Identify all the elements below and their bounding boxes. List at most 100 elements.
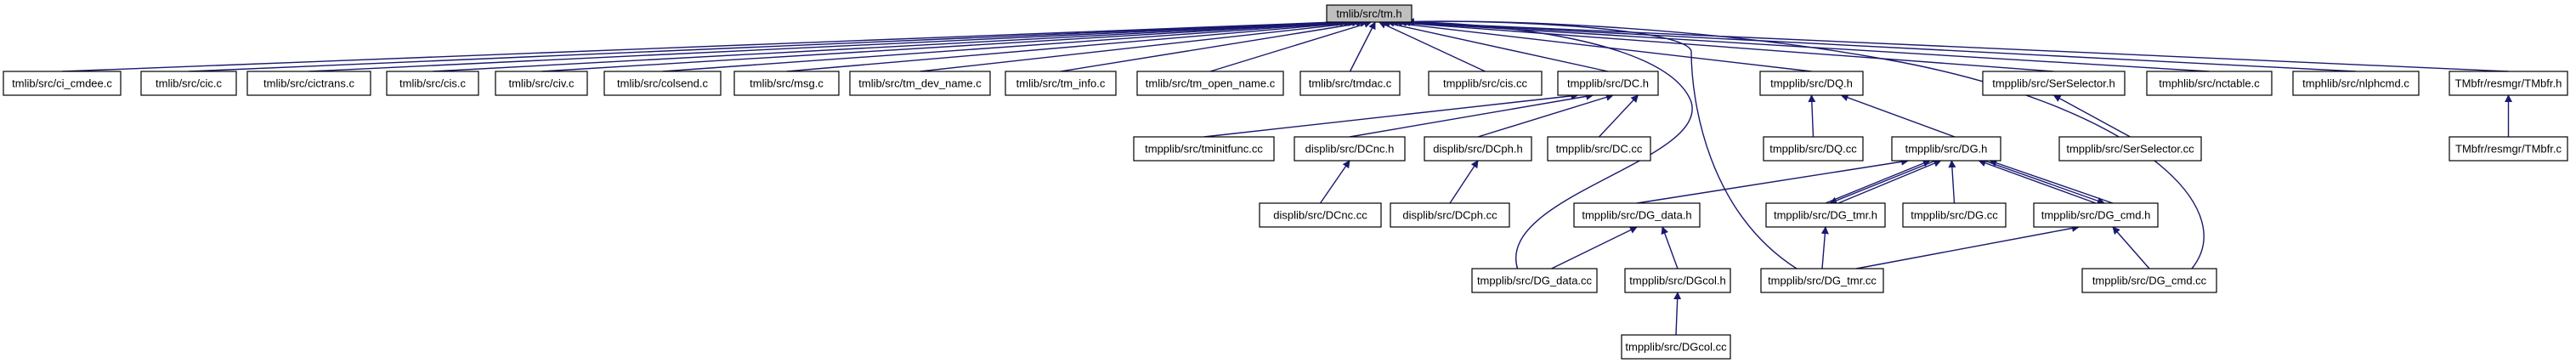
- node-box-DG_data_h: [1573, 202, 1701, 228]
- node-label-cis_c: tmlib/src/cis.c: [399, 77, 467, 90]
- node-box-DCnc_h: [1294, 136, 1406, 162]
- node-box-DC_cc: [1547, 136, 1651, 162]
- node-label-DCph_cc: displib/src/DCph.cc: [1402, 209, 1497, 222]
- node-box-TMbfr_h: [2449, 71, 2568, 96]
- edge-DG_cmd_h-to-DG_h: [1989, 159, 2114, 204]
- edge-DG_data_cc-to-DG_data_h: [1551, 226, 1638, 269]
- node-box-SerSelector_cc: [2058, 136, 2202, 162]
- node-nlphcmd[interactable]: tmphlib/src/nlphcmd.c: [2292, 71, 2420, 96]
- node-label-cis_cc: tmpplib/src/cis.cc: [1443, 77, 1527, 90]
- node-msg[interactable]: tmlib/src/msg.c: [733, 71, 840, 96]
- node-tm_h[interactable]: tmlib/src/tm.h: [1326, 4, 1413, 23]
- edge-TMbfr_h-to-tm_h: [1402, 18, 2509, 72]
- edge-DGcol_h-to-DG_data_h: [1661, 226, 1679, 269]
- edge-cis_c-to-tm_h: [432, 18, 1349, 72]
- node-tm_open_name[interactable]: tmlib/src/tm_open_name.c: [1136, 71, 1284, 96]
- node-label-civ: tmlib/src/civ.c: [508, 77, 575, 90]
- node-ci_cmdee[interactable]: tmlib/src/ci_cmdee.c: [3, 71, 122, 96]
- node-box-DG_tmr_cc: [1760, 268, 1884, 293]
- node-box-DG_tmr_h: [1765, 202, 1886, 228]
- node-box-TMbfr_c: [2449, 136, 2568, 162]
- node-box-SerSelector_h: [1982, 71, 2126, 96]
- edge-DG_cc-to-DG_h: [1948, 160, 1956, 204]
- node-cic[interactable]: tmlib/src/cic.c: [140, 71, 237, 96]
- node-box-nctable: [2146, 71, 2273, 96]
- edge-DQ_cc-to-DQ_h: [1808, 94, 1816, 138]
- node-tm_dev_name[interactable]: tmlib/src/tm_dev_name.c: [849, 71, 991, 96]
- node-box-tm_h: [1326, 4, 1413, 23]
- node-label-DG_cmd_cc: tmpplib/src/DG_cmd.cc: [2092, 275, 2207, 287]
- edge-SerSelector_cc-to-SerSelector_h: [2052, 94, 2131, 138]
- node-cis_cc[interactable]: tmpplib/src/cis.cc: [1428, 71, 1543, 96]
- edge-DG_cmd_cc-to-DG_cmd_h: [2112, 226, 2150, 269]
- node-DC_cc[interactable]: tmpplib/src/DC.cc: [1547, 136, 1651, 162]
- node-box-cis_c: [386, 71, 479, 96]
- node-DG_h[interactable]: tmpplib/src/DG.h: [1891, 136, 2001, 162]
- node-TMbfr_c[interactable]: TMbfr/resmgr/TMbfr.c: [2449, 136, 2568, 162]
- node-label-DC_h: tmpplib/src/DC.h: [1567, 77, 1649, 90]
- node-box-DG_cc: [1902, 202, 2007, 228]
- node-box-DG_cmd_h: [2033, 202, 2159, 228]
- edge-DCph_cc-to-DCph_h: [1449, 160, 1479, 204]
- node-label-nctable: tmphlib/src/nctable.c: [2159, 77, 2260, 90]
- node-DCph_h[interactable]: displib/src/DCph.h: [1424, 136, 1532, 162]
- node-DG_tmr_h[interactable]: tmpplib/src/DG_tmr.h: [1765, 202, 1886, 228]
- node-DG_cc[interactable]: tmpplib/src/DG.cc: [1902, 202, 2007, 228]
- node-box-DG_data_cc: [1471, 268, 1598, 293]
- edge-civ-to-tm_h: [541, 19, 1352, 72]
- node-label-DG_data_h: tmpplib/src/DG_data.h: [1582, 209, 1691, 222]
- node-label-TMbfr_h: TMbfr/resmgr/TMbfr.h: [2455, 77, 2562, 90]
- node-label-DCnc_cc: displib/src/DCnc.cc: [1273, 209, 1367, 222]
- node-tminitfunc[interactable]: tmpplib/src/tminitfunc.cc: [1133, 136, 1275, 162]
- node-colsend[interactable]: tmlib/src/colsend.c: [603, 71, 722, 96]
- node-label-DG_h: tmpplib/src/DG.h: [1905, 143, 1988, 156]
- node-box-DG_cmd_cc: [2081, 268, 2217, 293]
- node-DGcol_cc[interactable]: tmpplib/src/DGcol.cc: [1621, 334, 1731, 360]
- edge-DG_h-to-DG_cmd_h: [1984, 160, 2105, 205]
- node-TMbfr_h[interactable]: TMbfr/resmgr/TMbfr.h: [2449, 71, 2568, 96]
- node-label-msg: tmlib/src/msg.c: [750, 77, 824, 90]
- node-label-cic: tmlib/src/cic.c: [156, 77, 223, 90]
- node-label-DGcol_h: tmpplib/src/DGcol.h: [1629, 275, 1725, 287]
- node-DC_h[interactable]: tmpplib/src/DC.h: [1557, 71, 1659, 96]
- node-DQ_cc[interactable]: tmpplib/src/DQ.cc: [1763, 136, 1864, 162]
- node-DCnc_h[interactable]: displib/src/DCnc.h: [1294, 136, 1406, 162]
- node-DCph_cc[interactable]: displib/src/DCph.cc: [1390, 202, 1510, 228]
- node-cictrans[interactable]: tmlib/src/cictrans.c: [246, 71, 371, 96]
- node-label-DG_tmr_cc: tmpplib/src/DG_tmr.cc: [1768, 275, 1877, 287]
- node-label-DCph_h: displib/src/DCph.h: [1433, 143, 1523, 156]
- node-label-DQ_cc: tmpplib/src/DQ.cc: [1769, 143, 1857, 156]
- node-label-DG_data_cc: tmpplib/src/DG_data.cc: [1477, 275, 1593, 287]
- edge-DG_tmr_h-to-DG_h: [1825, 159, 1931, 204]
- node-DG_cmd_h[interactable]: tmpplib/src/DG_cmd.h: [2033, 202, 2159, 228]
- node-nctable[interactable]: tmphlib/src/nctable.c: [2146, 71, 2273, 96]
- node-DG_data_h[interactable]: tmpplib/src/DG_data.h: [1573, 202, 1701, 228]
- edge-cic-to-tm_h: [188, 18, 1340, 72]
- node-SerSelector_h[interactable]: tmpplib/src/SerSelector.h: [1982, 71, 2126, 96]
- node-tmdac[interactable]: tmlib/src/tmdac.c: [1299, 71, 1401, 96]
- node-label-SerSelector_h: tmpplib/src/SerSelector.h: [1992, 77, 2115, 90]
- node-DGcol_h[interactable]: tmpplib/src/DGcol.h: [1624, 268, 1731, 293]
- node-box-DG_h: [1891, 136, 2001, 162]
- node-cis_c[interactable]: tmlib/src/cis.c: [386, 71, 479, 96]
- node-label-DC_cc: tmpplib/src/DC.cc: [1556, 143, 1643, 156]
- edge-DCph_h-to-DC_h: [1477, 94, 1614, 138]
- edge-colsend-to-tm_h: [662, 19, 1356, 72]
- edge-msg-to-tm_h: [786, 19, 1361, 72]
- edge-DG_h-to-DQ_h: [1840, 94, 1956, 138]
- node-SerSelector_cc[interactable]: tmpplib/src/SerSelector.cc: [2058, 136, 2202, 162]
- node-label-DG_cc: tmpplib/src/DG.cc: [1911, 209, 1998, 222]
- node-DCnc_cc[interactable]: displib/src/DCnc.cc: [1259, 202, 1382, 228]
- node-tm_info[interactable]: tmlib/src/tm_info.c: [1005, 71, 1117, 96]
- node-label-ci_cmdee: tmlib/src/ci_cmdee.c: [12, 77, 112, 90]
- node-label-DQ_h: tmpplib/src/DQ.h: [1770, 77, 1853, 90]
- node-DG_data_cc[interactable]: tmpplib/src/DG_data.cc: [1471, 268, 1598, 293]
- edge-tmdac-to-tm_h: [1349, 21, 1376, 72]
- node-DG_tmr_cc[interactable]: tmpplib/src/DG_tmr.cc: [1760, 268, 1884, 293]
- node-DQ_h[interactable]: tmpplib/src/DQ.h: [1759, 71, 1864, 96]
- node-civ[interactable]: tmlib/src/civ.c: [495, 71, 588, 96]
- node-box-DGcol_cc: [1621, 334, 1731, 360]
- node-DG_cmd_cc[interactable]: tmpplib/src/DG_cmd.cc: [2081, 268, 2217, 293]
- edge-DG_cmd_h-to-DG_h: [1978, 159, 2097, 204]
